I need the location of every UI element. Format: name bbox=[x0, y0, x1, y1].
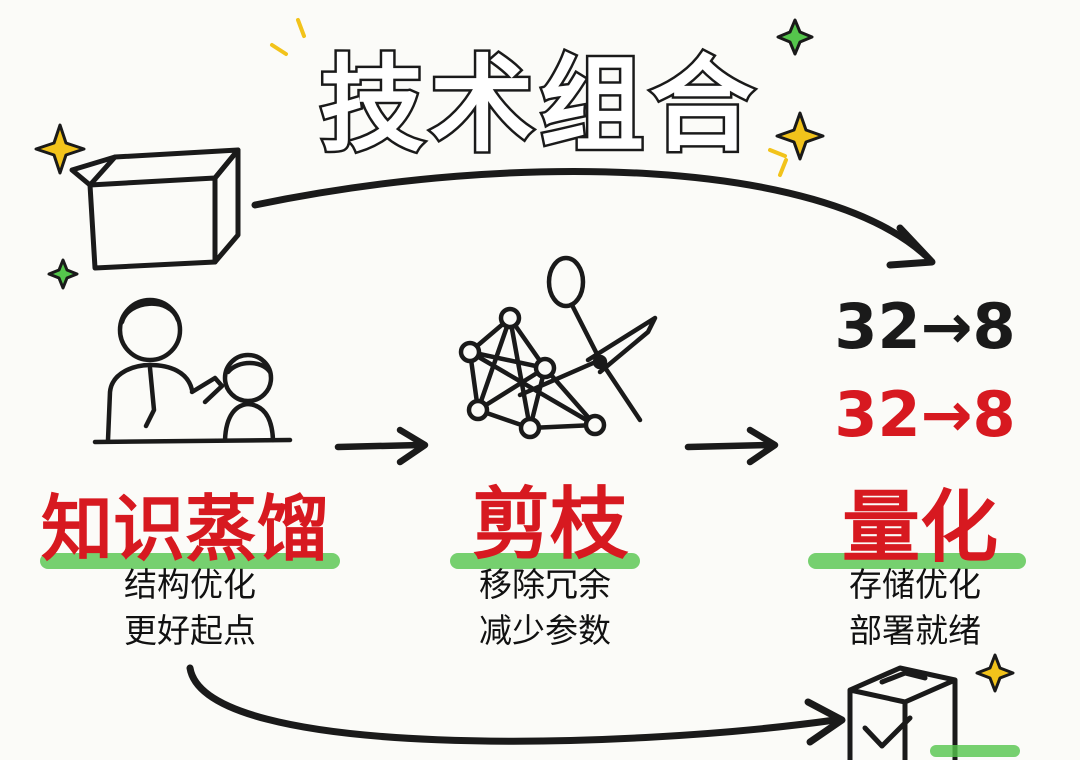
desc-line: 结构优化 bbox=[124, 565, 256, 604]
bottom-arc-arrow bbox=[186, 664, 846, 746]
top-arc-arrow bbox=[251, 167, 936, 269]
sparkle-icon bbox=[775, 111, 825, 161]
desc-line: 存储优化 bbox=[849, 565, 981, 604]
page-title: 技术组合 bbox=[317, 42, 760, 169]
highlight-bar bbox=[808, 553, 1026, 569]
highlight-bar bbox=[450, 553, 640, 569]
desc-line: 部署就绪 bbox=[849, 611, 981, 650]
stage-desc-prune: 移除冗余 减少参数 bbox=[430, 562, 660, 654]
checked-box-icon bbox=[847, 665, 958, 760]
open-box-icon bbox=[69, 147, 241, 271]
sparkle-icon bbox=[47, 258, 79, 290]
highlight-bar bbox=[40, 553, 340, 569]
arrow-distill-to-prune bbox=[334, 426, 429, 466]
highlight-bar bbox=[930, 745, 1020, 757]
sparkle-icon bbox=[776, 18, 814, 56]
arrow-prune-to-quant bbox=[684, 426, 779, 466]
bits-label-red: 32→8 bbox=[834, 378, 1016, 451]
stage-desc-distill: 结构优化 更好起点 bbox=[60, 562, 320, 654]
bits-label-black: 32→8 bbox=[834, 290, 1016, 363]
desc-line: 移除冗余 bbox=[479, 565, 611, 604]
scissors-network-icon bbox=[458, 255, 658, 440]
desc-line: 更好起点 bbox=[124, 611, 256, 650]
stage-title-prune: 剪枝 bbox=[471, 480, 628, 570]
stage-title-distill: 知识蒸馏 bbox=[40, 487, 329, 571]
desc-line: 减少参数 bbox=[479, 611, 611, 650]
stage-desc-quant: 存储优化 部署就绪 bbox=[800, 562, 1030, 654]
teacher-student-icon bbox=[92, 297, 293, 445]
stage-title-quant: 量化 bbox=[841, 483, 998, 573]
sparkle-icon bbox=[975, 653, 1015, 693]
sparkle-icon bbox=[34, 123, 86, 175]
